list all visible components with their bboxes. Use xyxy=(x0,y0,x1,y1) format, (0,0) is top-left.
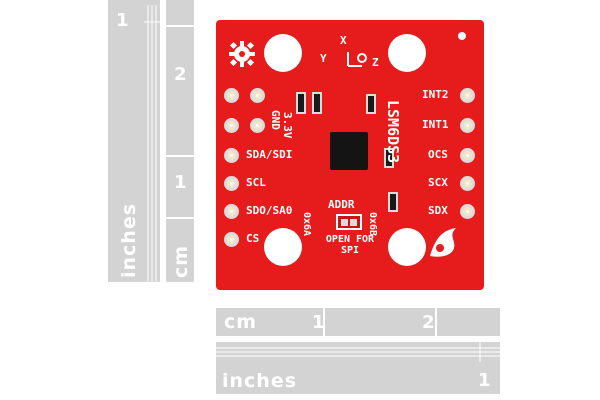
address-value-6b: 0x6B xyxy=(367,212,378,237)
pin-pad xyxy=(250,118,265,133)
pin-pad xyxy=(460,176,475,191)
ruler-ticks xyxy=(216,342,500,362)
axis-label-x: X xyxy=(340,34,347,47)
pin-label-ocs: OCS xyxy=(428,148,448,161)
axis-label-z: Z xyxy=(372,56,379,69)
ruler-ticks xyxy=(166,25,194,219)
pin-label-sdo: SDO/SA0 xyxy=(246,204,293,217)
pin-label-sdx: SDX xyxy=(428,204,448,217)
pin-label-int2: INT2 xyxy=(422,88,449,101)
pin-label-scx: SCX xyxy=(428,176,448,189)
spi-note: OPEN FOR SPI xyxy=(325,234,375,256)
ruler-number: 1 xyxy=(116,10,129,31)
pin-pad xyxy=(224,176,239,191)
ruler-number: 2 xyxy=(422,312,435,333)
pin-pad xyxy=(460,88,475,103)
capacitor xyxy=(388,192,398,212)
pin-pad xyxy=(224,148,239,163)
ruler-number: 1 xyxy=(478,370,491,391)
ruler-number: 1 xyxy=(312,312,325,333)
ruler-number: 1 xyxy=(174,172,187,193)
axis-label-y: Y xyxy=(320,52,327,65)
ruler-label: cm xyxy=(170,244,192,278)
corner-dot xyxy=(458,32,466,40)
cm-ruler-horizontal: cm 1 2 xyxy=(216,308,500,336)
axis-arrows-icon xyxy=(347,52,367,67)
pin-pad xyxy=(224,204,239,219)
address-jumper xyxy=(336,214,362,230)
ruler-label: inches xyxy=(118,202,140,278)
gear-icon xyxy=(229,41,255,67)
pin-label-3v3: 3.3V xyxy=(281,112,294,139)
pin-pad xyxy=(250,88,265,103)
address-label: ADDR xyxy=(328,198,355,211)
sensor-chip xyxy=(330,132,368,170)
ruler-ticks xyxy=(323,308,437,336)
pin-pad xyxy=(460,204,475,219)
cm-ruler-vertical: 2 1 cm xyxy=(166,0,194,282)
ruler-label: inches xyxy=(222,370,298,392)
pin-pad xyxy=(460,118,475,133)
inch-ruler-vertical: 1 inches xyxy=(108,0,160,282)
ruler-ticks xyxy=(144,5,160,282)
chip-name: LSM6DS3 xyxy=(384,100,402,164)
pin-pad xyxy=(460,148,475,163)
pin-pad xyxy=(224,88,239,103)
pin-label-int1: INT1 xyxy=(422,118,449,131)
mounting-hole xyxy=(264,228,302,266)
pin-pad xyxy=(224,118,239,133)
capacitor xyxy=(366,94,376,114)
capacitor xyxy=(384,148,394,168)
inch-ruler-horizontal: inches 1 xyxy=(216,342,500,394)
address-value-6a: 0x6A xyxy=(301,212,312,237)
pin-label-sda: SDA/SDI xyxy=(246,148,293,161)
ruler-number: 2 xyxy=(174,64,187,85)
mounting-hole xyxy=(264,34,302,72)
pcb-board: X Y Z GND 3.3V SDA/SDI SCL SDO/SA0 CS IN… xyxy=(216,20,484,290)
resistor xyxy=(296,92,306,114)
ruler-label: cm xyxy=(224,311,258,333)
pin-label-scl: SCL xyxy=(246,176,266,189)
resistor xyxy=(312,92,322,114)
pin-pad xyxy=(224,232,239,247)
pin-label-cs: CS xyxy=(246,232,260,245)
mounting-hole xyxy=(388,228,426,266)
mounting-hole xyxy=(388,34,426,72)
flame-logo-icon xyxy=(430,228,456,257)
